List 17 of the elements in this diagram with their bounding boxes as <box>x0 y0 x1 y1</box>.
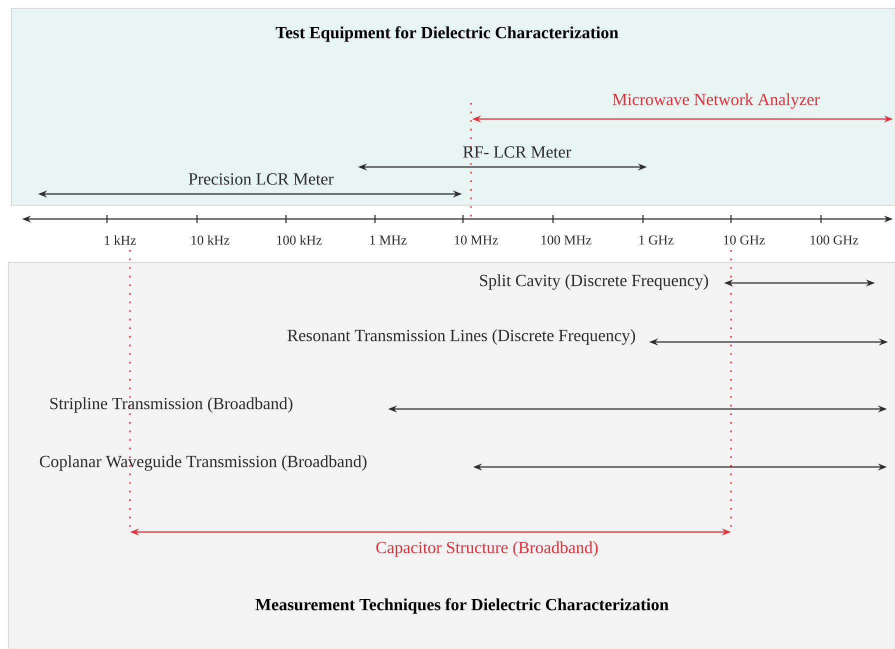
range-label: Stripline Transmission (Broadband) <box>50 397 292 413</box>
range-label: Coplanar Waveguide Transmission (Broadband) <box>40 455 366 471</box>
range-label: Split Cavity (Discrete Frequency) <box>480 274 708 290</box>
tick-label: 1 kHz <box>104 235 136 245</box>
range-label: RF- LCR Meter <box>463 146 572 158</box>
range-label: Microwave Network Analyzer <box>612 93 820 109</box>
tick-label: 100 kHz <box>277 235 322 245</box>
tick-label: 100 GHz <box>810 235 858 245</box>
range-label: Precision LCR Meter <box>188 173 334 185</box>
tick-label: 100 MHz <box>542 235 592 245</box>
range-label: Resonant Transmission Lines (Discrete Frequency) <box>288 329 636 345</box>
range-label: Capacitor Structure (Broadband) <box>376 541 598 557</box>
tick-label: 10 GHz <box>724 235 765 245</box>
tick-label: 1 GHz <box>639 235 674 245</box>
tick-label: 1 MHz <box>370 236 407 244</box>
tick-label: 10 MHz <box>454 235 498 245</box>
tick-label: 10 kHz <box>192 235 230 245</box>
